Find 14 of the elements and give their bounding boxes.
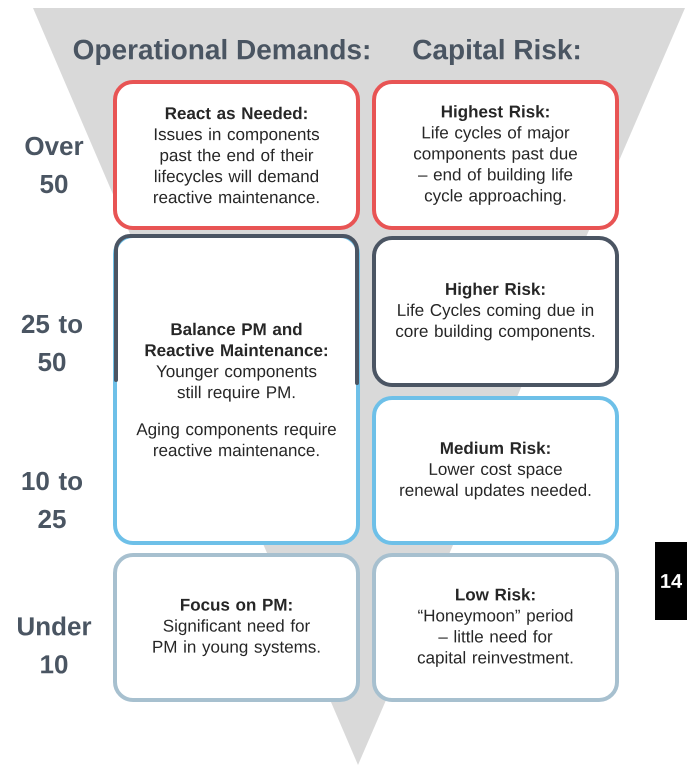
row-label: 25 to 50 (22, 314, 82, 372)
text-box: Balance PM and Reactive Maintenance: Younger components still require PM. Aging components require reactive maintenance. (113, 234, 360, 545)
text-box: React as Needed: Issues in components past the end of their lifecycles will demand reactive maintenance. (113, 80, 360, 230)
row-label: Under 10 (18, 616, 92, 674)
row-label: Over 50 (25, 136, 84, 194)
text-box: Higher Risk: Life Cycles coming due in core building components. (372, 236, 619, 387)
row-label: 10 to 25 (22, 472, 82, 528)
text-box: Focus on PM: Significant need for PM in young systems. (113, 553, 360, 702)
column-heading: Operational Demands: (74, 38, 369, 66)
text-box: Highest Risk: Life cycles of major components past due – end of building life cycle approaching. (372, 80, 619, 230)
text-box: Medium Risk: Lower cost space renewal updates needed. (372, 396, 619, 545)
column-heading: Capital Risk: (413, 38, 580, 66)
page-number: 14 (655, 542, 687, 620)
text-box: Low Risk: “Honeymoon” period – little need for capital reinvestment. (372, 553, 619, 702)
